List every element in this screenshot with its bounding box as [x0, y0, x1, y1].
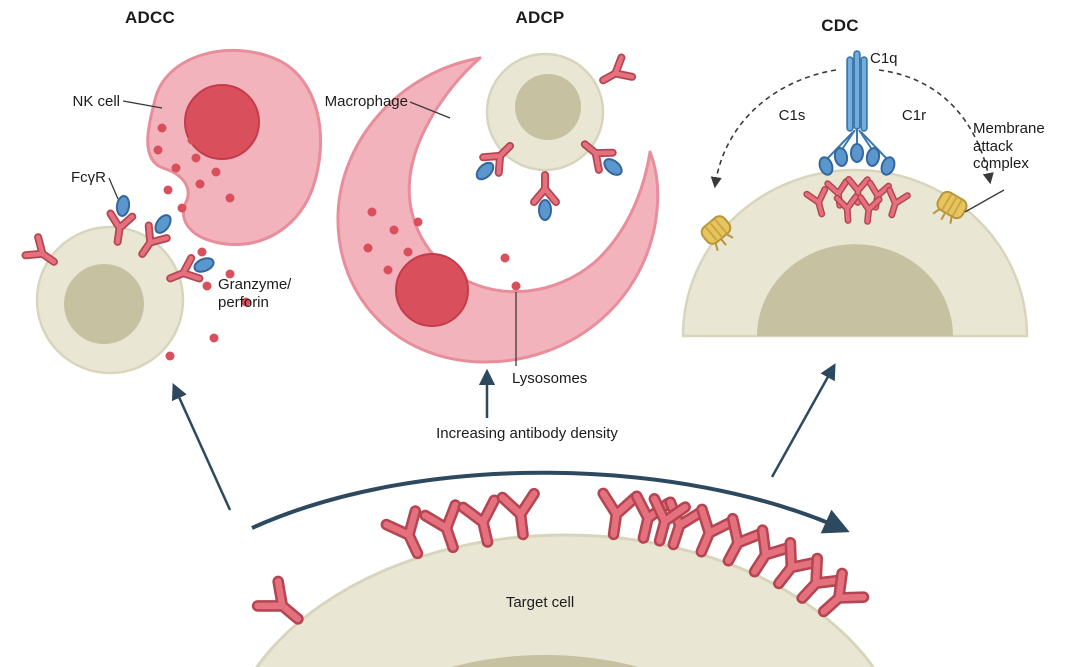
c1r-label: C1r: [901, 107, 927, 124]
fcgr-icon: [600, 155, 626, 179]
c1s-label: C1s: [778, 107, 806, 124]
mac-connector: [964, 189, 1005, 213]
fcgr-icon: [191, 254, 217, 276]
complement-cascade-arc-left: [710, 69, 837, 189]
granule-dot: [153, 145, 163, 155]
complement-cascade-arc-right: [878, 69, 994, 185]
lysosome-dot: [413, 217, 423, 227]
granule-dot: [211, 167, 221, 177]
antibody-density-arrow: [251, 470, 850, 534]
antibody-icon: [598, 58, 632, 90]
c1s-icon: [818, 156, 834, 176]
lysosome-dot: [389, 225, 399, 235]
c1-subunit-icon: [850, 143, 864, 163]
fcgr-icon: [538, 199, 552, 221]
c1q-label: C1q: [870, 50, 898, 67]
antibody-icon: [598, 493, 635, 536]
nk-cell-label: NK cell: [72, 93, 120, 110]
adcp-title: ADCP: [515, 8, 565, 27]
lysosome-dot: [500, 253, 510, 263]
adcp-panel: [336, 52, 660, 364]
macrophage-connector: [409, 101, 451, 119]
granule-dot: [171, 163, 181, 173]
fcgr-label: FcγR: [71, 169, 106, 186]
granule-dot: [197, 247, 207, 257]
antibody-icon: [258, 581, 308, 631]
granule-legend-dot: [202, 281, 212, 291]
granule-dot: [209, 333, 219, 343]
cdc-target-nucleus-dome: [757, 244, 953, 336]
antibody-density-label: Increasing antibody density: [436, 425, 618, 442]
adcc-title: ADCC: [125, 8, 175, 27]
lysosomes-label: Lysosomes: [512, 370, 588, 387]
macrophage-label: Macrophage: [324, 93, 408, 110]
arrow-to-adcc: [171, 383, 232, 511]
arrow-to-cdc: [770, 363, 836, 478]
granule-dot: [225, 193, 235, 203]
lysosome-dot: [511, 281, 521, 291]
membrane-attack-complex-label: Membrane attack complex: [973, 120, 1045, 173]
c1-complex: [818, 50, 896, 176]
lysosome-dot: [403, 247, 413, 257]
lysosome-dot: [363, 243, 373, 253]
fcgr-icon: [151, 211, 175, 237]
granule-dot: [187, 135, 197, 145]
cdc-panel: [681, 50, 1029, 338]
granule-dot: [177, 203, 187, 213]
c1-subunit-icon: [865, 147, 881, 167]
nk-cell-nucleus: [184, 84, 260, 160]
granzyme-perforin-label: Granzyme/ perforin: [218, 276, 292, 311]
c1q-stalk-icon: [848, 52, 866, 130]
lysosome-dot: [383, 265, 393, 275]
cdc-title: CDC: [821, 16, 859, 35]
c1r-icon: [880, 156, 896, 176]
adcp-engulfed-target-nucleus: [515, 74, 581, 140]
granule-dot: [165, 351, 175, 361]
bottom-target-cell: [255, 533, 875, 667]
antibody-icon: [502, 494, 538, 537]
nk-cell-connector: [122, 100, 163, 109]
target-cell-label: Target cell: [505, 594, 575, 611]
fcgr-icon: [472, 158, 498, 184]
adcc-target-nucleus: [64, 264, 144, 344]
granule-dot: [163, 185, 173, 195]
c1-subunit-icon: [833, 147, 849, 167]
antibody-icon: [534, 175, 556, 202]
granule-dot: [191, 153, 201, 163]
adcc-panel: [25, 48, 323, 375]
lysosome-dot: [367, 207, 377, 217]
macrophage-nucleus: [395, 253, 469, 327]
granule-dot: [157, 123, 167, 133]
fcgr-connector: [108, 177, 119, 200]
granule-dot: [195, 179, 205, 189]
label-connectors: [108, 100, 1005, 366]
